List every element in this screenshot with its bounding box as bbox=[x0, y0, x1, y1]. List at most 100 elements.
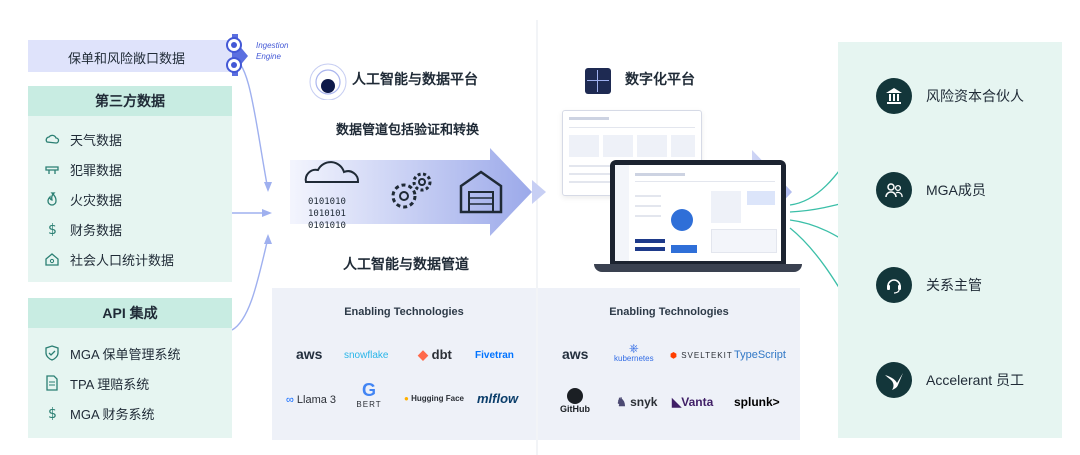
typescript-logo: TypeScript bbox=[734, 349, 786, 361]
snowflake-logo: snowflake bbox=[344, 350, 389, 361]
api-panel: API 集成 MGA 保单管理系统 TPA 理赔系统 $ MGA 财务系统 bbox=[28, 298, 232, 438]
fivetran-logo: Fivetran bbox=[475, 350, 514, 361]
svg-text:$: $ bbox=[48, 406, 57, 421]
helm-icon: ⎈ bbox=[628, 341, 639, 355]
aws-logo: aws bbox=[562, 346, 589, 362]
github-octocat-icon bbox=[567, 388, 583, 404]
dbt-logo: ◆ dbt bbox=[418, 347, 452, 362]
pipeline-arrow bbox=[290, 148, 532, 236]
cloud-data-icon: 0101010 1010101 0101010 bbox=[304, 161, 360, 231]
ai-tech-title: Enabling Technologies bbox=[344, 306, 464, 318]
list-item: 社会人口统计数据 bbox=[44, 244, 174, 274]
digital-tech-panel: Enabling Technologies aws ⎈ kubernetes ⬢… bbox=[538, 288, 800, 440]
digital-tech-title: Enabling Technologies bbox=[609, 306, 729, 318]
list-item: 天气数据 bbox=[44, 124, 174, 154]
bert-logo: G BERT bbox=[356, 380, 382, 409]
hugging-face-logo-text: Hugging Face bbox=[411, 394, 464, 403]
list-item: MGA 保单管理系统 bbox=[44, 338, 181, 368]
dollar-icon: $ bbox=[48, 222, 57, 237]
people-icon bbox=[876, 172, 912, 208]
svg-text:$: $ bbox=[48, 222, 57, 237]
thief-mask-icon bbox=[45, 166, 59, 174]
digital-platform-title: 数字化平台 bbox=[625, 71, 695, 87]
github-logo: GitHub bbox=[560, 388, 590, 414]
sveltekit-logo-text: SVELTEKIT bbox=[681, 351, 733, 360]
gears-icon bbox=[391, 172, 432, 209]
api-list: MGA 保单管理系统 TPA 理赔系统 $ MGA 财务系统 bbox=[44, 338, 181, 428]
cloud-sun-icon bbox=[45, 134, 60, 144]
laptop-base bbox=[594, 264, 802, 272]
laptop-screen bbox=[615, 165, 781, 261]
svg-text:0101010: 0101010 bbox=[308, 197, 346, 207]
ai-tech-panel: Enabling Technologies aws snowflake ◆ db… bbox=[272, 288, 536, 440]
grid-box-icon bbox=[585, 68, 611, 94]
pipeline-note: 数据管道包括验证和转换 bbox=[336, 122, 480, 137]
list-item-label: 火灾数据 bbox=[70, 192, 123, 208]
headset-icon bbox=[876, 267, 912, 303]
vanta-logo: ◣Vanta bbox=[672, 395, 714, 409]
bank-building-icon bbox=[876, 78, 912, 114]
kubernetes-logo-text: kubernetes bbox=[614, 354, 654, 363]
persona-label: MGA成员 bbox=[926, 182, 986, 198]
list-item-label: 财务数据 bbox=[70, 222, 123, 238]
persona-venture-partner: 风险资本合伙人 bbox=[876, 78, 1024, 114]
policy-data-label: 保单和风险敞口数据 bbox=[68, 51, 186, 66]
svg-text:0101010: 0101010 bbox=[308, 221, 346, 231]
warehouse-icon bbox=[459, 170, 503, 214]
api-title: API 集成 bbox=[102, 305, 158, 321]
list-item-label: 犯罪数据 bbox=[70, 162, 123, 178]
pipeline-label: 人工智能与数据管道 bbox=[343, 256, 469, 272]
dbt-logo-text: dbt bbox=[431, 347, 452, 362]
persona-relationship-manager: 关系主管 bbox=[876, 267, 982, 303]
llama-logo-text: Llama 3 bbox=[296, 394, 337, 406]
persona-mga-member: MGA成员 bbox=[876, 172, 986, 208]
snyk-logo: ♞ snyk bbox=[616, 395, 658, 409]
github-logo-text: GitHub bbox=[560, 404, 590, 414]
house-people-icon bbox=[45, 253, 59, 266]
third-party-panel: 第三方数据 天气数据 犯罪数据 火灾数据 $ 财务数据 社会人口统计数据 bbox=[28, 86, 232, 282]
ai-platform-title: 人工智能与数据平台 bbox=[352, 71, 478, 87]
bird-icon bbox=[876, 362, 912, 398]
sveltekit-logo: ⬢ SVELTEKIT bbox=[670, 351, 733, 360]
list-item-label: TPA 理赔系统 bbox=[70, 376, 150, 392]
splunk-logo: splunk> bbox=[734, 395, 780, 409]
list-item-label: 社会人口统计数据 bbox=[70, 252, 175, 268]
persona-label: 关系主管 bbox=[926, 277, 982, 293]
list-item: TPA 理赔系统 bbox=[44, 368, 181, 398]
svg-text:1010101: 1010101 bbox=[308, 209, 346, 219]
third-party-list: 天气数据 犯罪数据 火灾数据 $ 财务数据 社会人口统计数据 bbox=[44, 124, 174, 274]
persona-label: 风险资本合伙人 bbox=[926, 88, 1024, 104]
persona-label: Accelerant 员工 bbox=[926, 372, 1025, 388]
persona-accelerant-staff: Accelerant 员工 bbox=[876, 362, 1024, 398]
api-header: API 集成 bbox=[28, 298, 232, 328]
snyk-logo-text: snyk bbox=[630, 395, 658, 409]
policy-data-box: 保单和风险敞口数据 bbox=[28, 40, 232, 72]
document-icon bbox=[46, 375, 58, 391]
third-party-header: 第三方数据 bbox=[28, 86, 232, 116]
mlflow-logo: mlflow bbox=[477, 391, 519, 406]
hugging-face-logo: ● Hugging Face bbox=[404, 394, 464, 403]
third-party-title: 第三方数据 bbox=[95, 93, 165, 109]
llama-logo: ∞ Llama 3 bbox=[286, 394, 337, 406]
google-g-icon: G bbox=[361, 380, 376, 400]
list-item-label: MGA 财务系统 bbox=[70, 406, 155, 422]
shield-check-icon bbox=[45, 345, 59, 361]
signal-rings-icon bbox=[309, 63, 347, 100]
laptop bbox=[610, 160, 786, 264]
ingestion-engine bbox=[218, 30, 258, 80]
list-item-label: 天气数据 bbox=[70, 132, 123, 148]
vanta-logo-text: Vanta bbox=[681, 395, 714, 409]
list-item: 犯罪数据 bbox=[44, 154, 174, 184]
list-item-label: MGA 保单管理系统 bbox=[70, 346, 181, 362]
bert-logo-text: BERT bbox=[356, 400, 382, 409]
list-item: $ MGA 财务系统 bbox=[44, 398, 181, 428]
personas-panel bbox=[838, 42, 1062, 438]
kubernetes-logo: ⎈ kubernetes bbox=[614, 342, 654, 363]
ingestion-engine-label: Ingestion Engine bbox=[256, 41, 289, 61]
dollar-icon: $ bbox=[48, 406, 57, 421]
gear-icon bbox=[226, 34, 248, 76]
aws-logo: aws bbox=[296, 346, 323, 362]
list-item: 火灾数据 bbox=[44, 184, 174, 214]
list-item: $ 财务数据 bbox=[44, 214, 174, 244]
